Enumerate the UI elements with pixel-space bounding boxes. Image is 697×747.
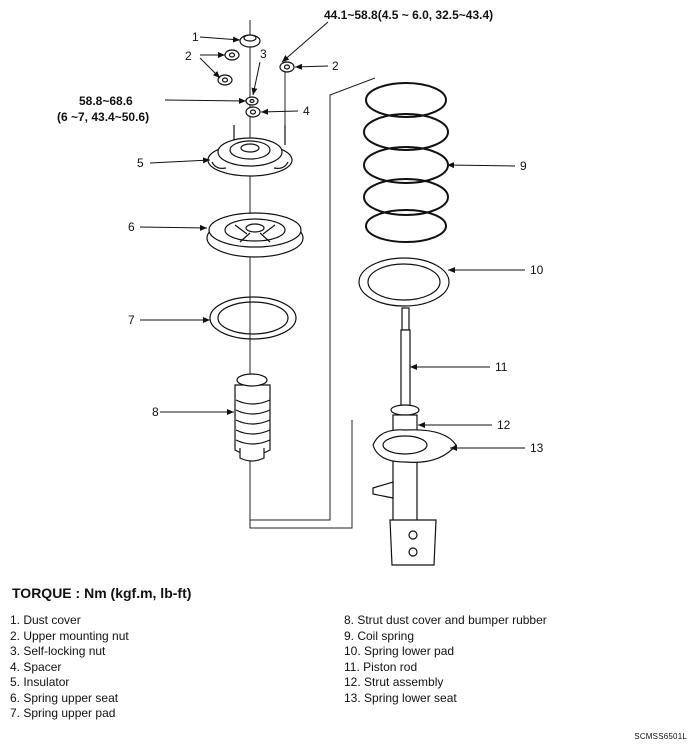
torque-self-lock-line2: (6 ~7, 43.4~50.6): [57, 110, 150, 124]
legend-item: 8. Strut dust cover and bumper rubber: [344, 613, 547, 627]
strut-assembly-part: [372, 307, 457, 566]
legend-item: 9. Coil spring: [344, 628, 415, 643]
legend-item: 3. Self-locking nut: [10, 644, 106, 658]
leader-lines: [139, 21, 525, 451]
self-locking-nut-part: [245, 96, 259, 106]
callout-13: 13: [530, 441, 544, 455]
legend-item: 11. Piston rod: [344, 659, 418, 674]
callout-10: 10: [530, 263, 544, 277]
callout-11: 11: [495, 360, 508, 374]
image-code: SCMSS6501L: [634, 732, 687, 741]
callout-12: 12: [497, 418, 511, 432]
insulator-part: [207, 125, 293, 177]
legend-item: 13. Spring lower seat: [344, 690, 457, 705]
strut-dust-cover-part: [234, 373, 271, 462]
callout-9: 9: [520, 159, 527, 173]
callout-5: 5: [137, 156, 144, 170]
legend-item: 10. Spring lower pad: [344, 644, 455, 658]
legend-item: 2. Upper mounting nut: [10, 628, 129, 643]
alignment-lines: [249, 20, 376, 529]
legend-item: 12. Strut assembly: [344, 675, 444, 689]
callout-2-left: 2: [185, 49, 192, 63]
callout-6: 6: [128, 220, 135, 234]
torque-heading: TORQUE : Nm (kgf.m, lb-ft): [12, 585, 192, 601]
spacer-part: [245, 106, 261, 118]
spring-lower-pad-part: [358, 257, 450, 307]
legend-item: 7. Spring upper pad: [10, 706, 116, 720]
torque-self-lock-line1: 58.8~68.6: [79, 94, 133, 108]
parts-legend-right: 8. Strut dust cover and bumper rubber 9.…: [344, 613, 547, 706]
parts-legend-left: 1. Dust cover 2. Upper mounting nut 3. S…: [10, 613, 129, 722]
spring-upper-pad-part: [209, 296, 297, 340]
legend-item: 6. Spring upper seat: [10, 690, 119, 705]
legend-item: 5. Insulator: [10, 675, 70, 689]
torque-upper-nut: 44.1~58.8(4.5 ~ 6.0, 32.5~43.4): [324, 8, 494, 22]
legend-item: 4. Spacer: [10, 659, 62, 674]
exploded-strut-diagram: [139, 20, 525, 566]
legend-item: 1. Dust cover: [10, 613, 81, 627]
coil-spring-part: [363, 82, 449, 243]
callout-4: 4: [303, 104, 310, 118]
spring-upper-seat-part: [206, 212, 304, 258]
callout-1: 1: [192, 30, 199, 44]
dust-cover-part: [239, 34, 261, 48]
callout-8: 8: [152, 405, 159, 419]
callout-3: 3: [260, 47, 267, 61]
callout-2-right: 2: [332, 59, 339, 73]
upper-mounting-nut-parts: [217, 49, 295, 86]
callout-7: 7: [128, 313, 135, 327]
